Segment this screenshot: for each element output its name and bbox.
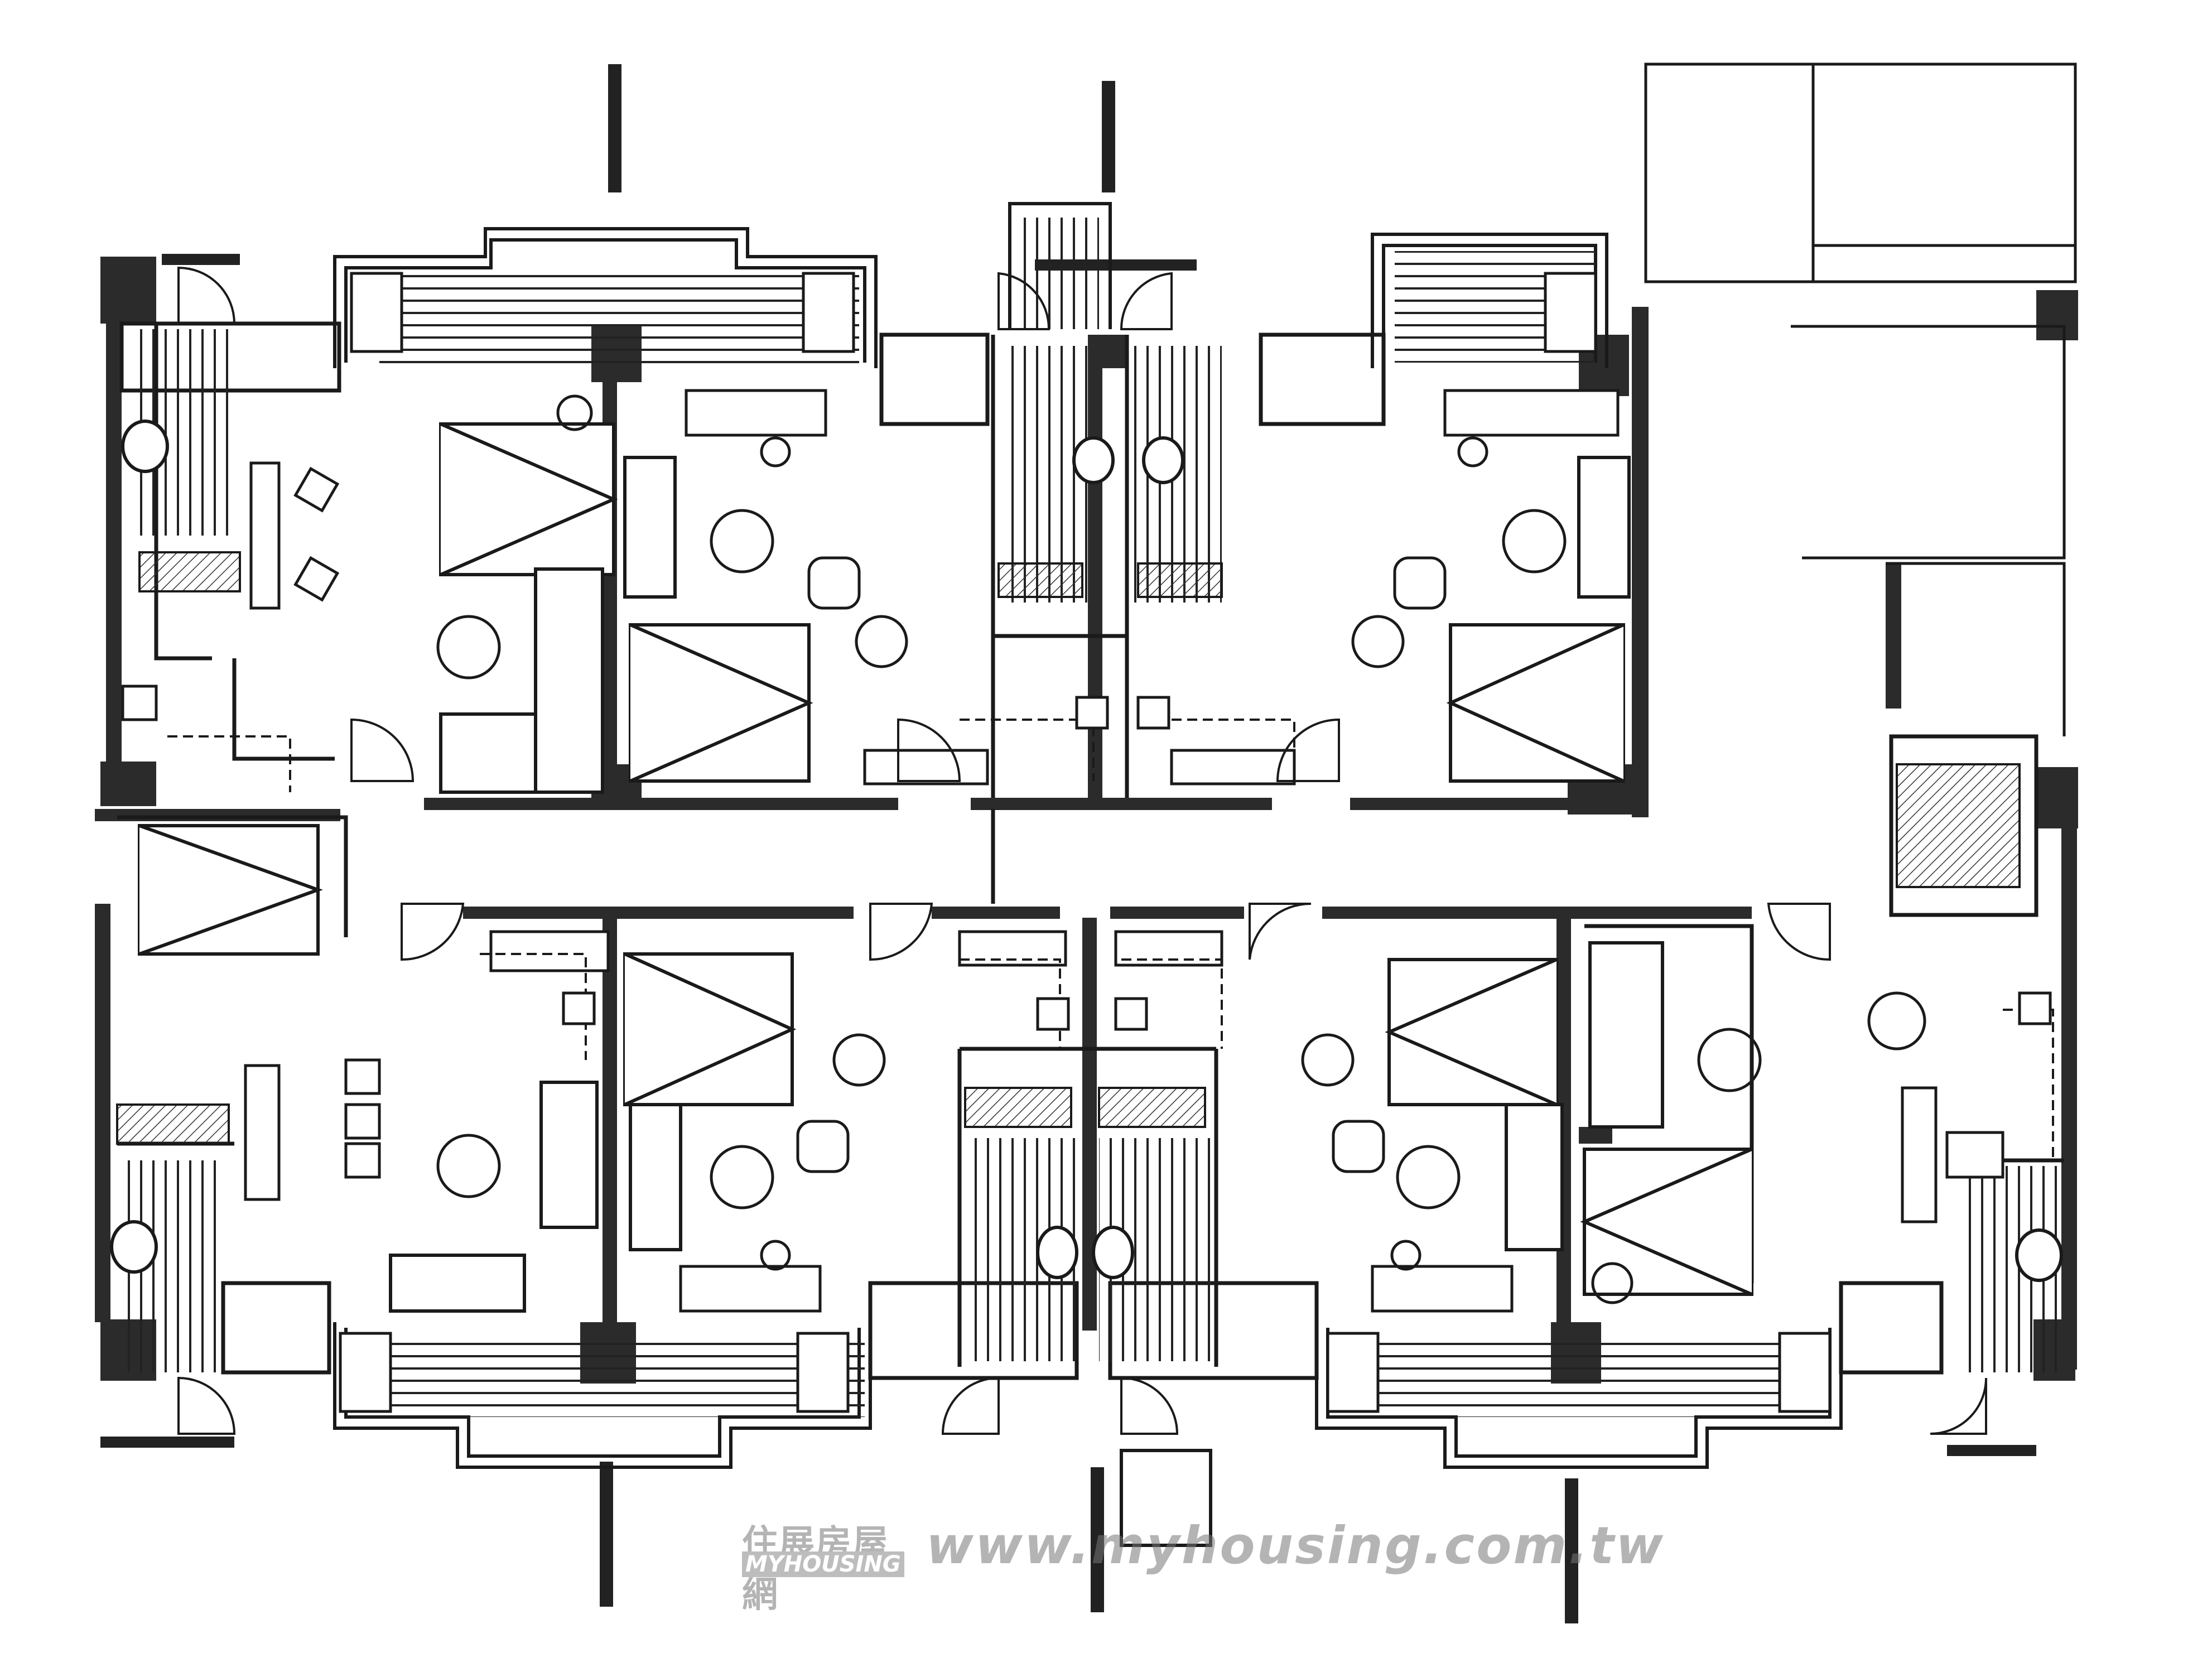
sofas	[389, 456, 1664, 1313]
balconies-top	[333, 202, 1608, 368]
watermark-url: www.myhousing.com.tw	[926, 1515, 1665, 1575]
doors	[177, 266, 1987, 1435]
watermark-logo: 住展房屋網 MYHOUSING	[742, 1515, 904, 1616]
tables-and-chairs	[293, 394, 1926, 1304]
exterior-walls	[95, 257, 2078, 1381]
adjacent-unit-right	[1644, 62, 2077, 736]
desks	[244, 389, 2004, 1313]
grid-markers	[100, 64, 2036, 1623]
plant-pots	[339, 272, 1832, 1413]
beds	[138, 422, 1753, 1296]
watermark-logo-en: MYHOUSING	[742, 1551, 904, 1577]
toilets	[110, 420, 2063, 1282]
watermark: 住展房屋網 MYHOUSING www.myhousing.com.tw	[742, 1515, 1665, 1616]
wardrobes	[116, 551, 2021, 1145]
balconies-bottom	[333, 1322, 1843, 1547]
washers	[121, 685, 2052, 1031]
